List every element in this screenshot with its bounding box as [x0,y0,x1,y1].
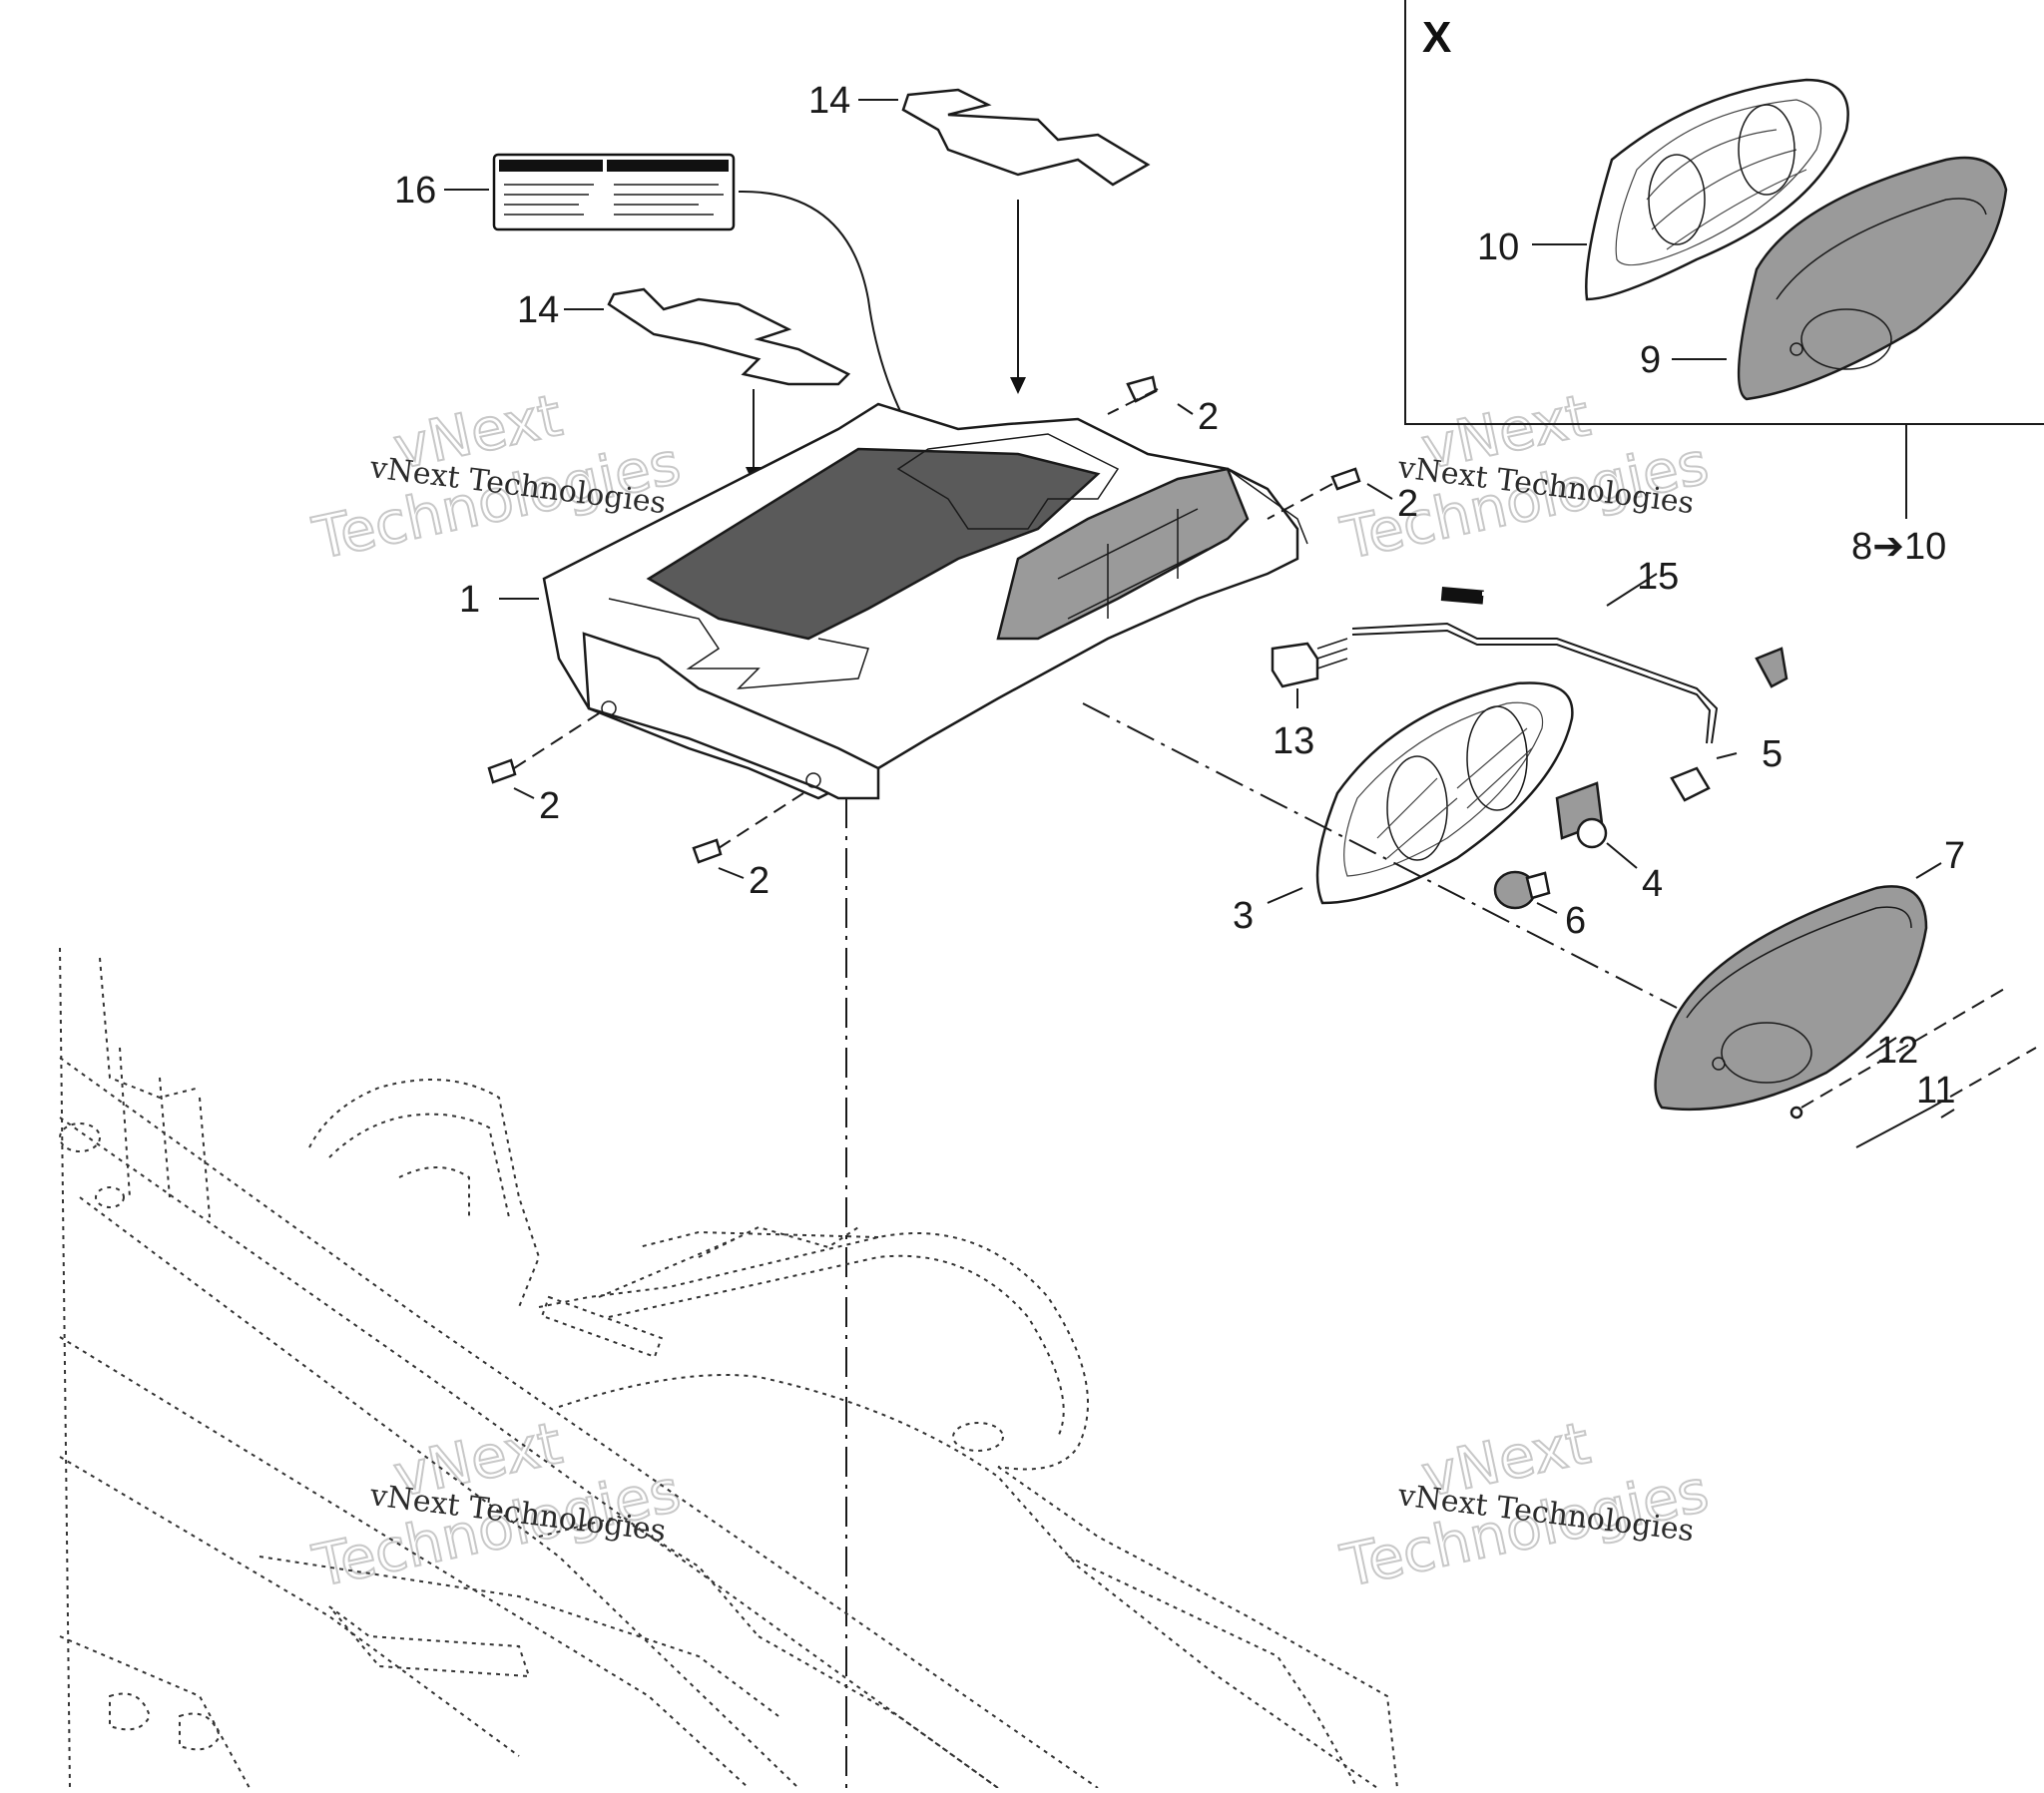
screw-2-c: 2 [487,712,600,827]
taillight-housing-3: 3 [1233,681,1574,937]
inset-taillight-housing [1585,78,1849,301]
callout-1: 1 [459,579,480,621]
socket-4: 4 [1555,781,1663,905]
watermark-bottom-right: vNext Technologies vNext Technologies [1334,1408,1716,1601]
bulb-6: 6 [1493,870,1586,942]
screw-2-a: 2 [1107,375,1219,438]
callout-4: 4 [1642,863,1663,905]
decal-16: 16 [394,153,1016,557]
screw-2-d: 2 [692,792,804,902]
washer-12: 12 [1789,987,2007,1120]
harness-15: 15 [1351,556,1789,744]
callout-9: 9 [1640,339,1661,381]
callout-5: 5 [1762,733,1783,775]
callout-11: 11 [1916,1070,1955,1112]
plug-5: 5 [1670,733,1783,802]
callout-2-d: 2 [749,860,769,902]
watermark-bottom-left: vNext Technologies vNext Technologies [306,1408,688,1601]
inset-label: X [1422,13,1451,62]
callout-14-lower: 14 [517,289,559,331]
connector-13: 13 [1271,638,1348,762]
screw-2-b: 2 [1267,467,1418,525]
callout-15: 15 [1637,556,1679,598]
callout-3: 3 [1233,895,1254,937]
screw-11: 11 [1855,1047,2037,1148]
callout-7: 7 [1944,835,1965,877]
callout-10: 10 [1477,226,1519,268]
tail-body-1: 1 [459,402,1308,800]
pad-14-upper: 14 [808,80,1151,394]
callout-range: 8➔10 [1851,526,1946,568]
callout-2-b: 2 [1397,483,1418,525]
callout-14-upper: 14 [808,80,850,122]
assembly-line-taillight [1082,702,1678,1009]
watermark-top-right: vNext Technologies vNext Technologies [1334,380,1716,574]
callout-13: 13 [1273,720,1314,762]
inset-taillight-lens [1737,156,2008,401]
callout-6: 6 [1565,900,1586,942]
taillight-lens-7: 7 [1654,835,1965,1112]
callout-12: 12 [1876,1030,1918,1072]
chassis-outline [59,947,1398,1789]
inset-box-x: X 8➔10 10 9 [1404,0,2044,568]
callout-2-c: 2 [539,785,560,827]
callout-2-a: 2 [1198,396,1219,438]
callout-16: 16 [394,170,436,212]
